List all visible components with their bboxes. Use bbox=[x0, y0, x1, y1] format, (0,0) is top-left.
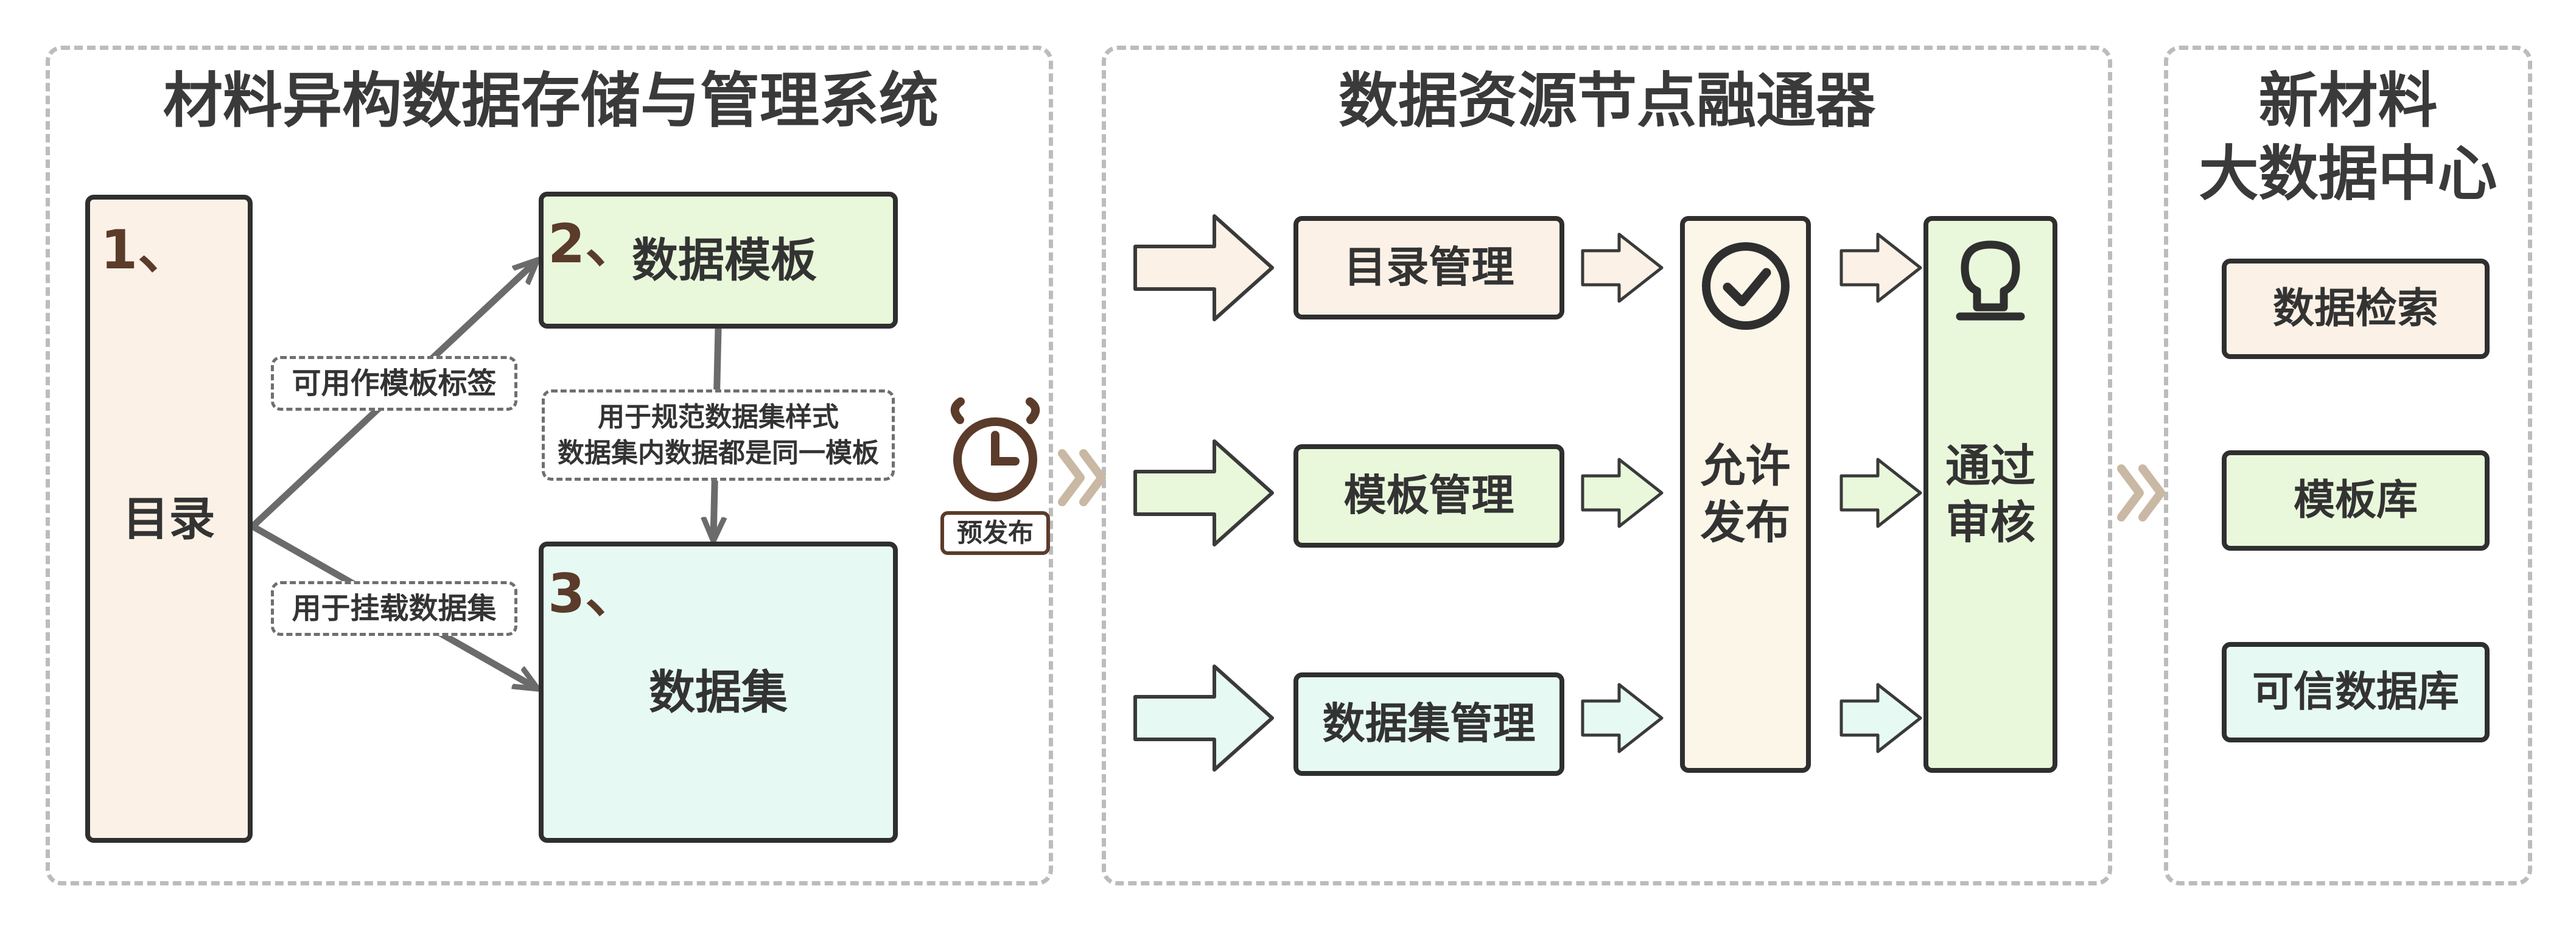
tag-template-label: 可用作模板标签 bbox=[271, 356, 517, 411]
prepublish-badge: 预发布 bbox=[940, 511, 1050, 555]
item-trusted-database: 可信数据库 bbox=[2222, 642, 2490, 742]
catalog-box: 目录 bbox=[85, 195, 253, 843]
review-line2: 审核 bbox=[1945, 496, 2035, 549]
panel-bigdata-center bbox=[2164, 46, 2532, 885]
allow-publish-box: 允许 发布 bbox=[1680, 216, 1811, 773]
chevron-right-icon bbox=[1058, 449, 1106, 506]
review-box: 通过 审核 bbox=[1923, 216, 2057, 773]
panel1-title: 材料异构数据存储与管理系统 bbox=[163, 66, 939, 136]
panel3-title-line2: 大数据中心 bbox=[2199, 139, 2497, 209]
dataset-box: 数据集 bbox=[539, 542, 898, 843]
item-label: 数据检索 bbox=[2272, 285, 2438, 333]
row-catalog-management: 目录管理 bbox=[1293, 216, 1564, 319]
row-label: 数据集管理 bbox=[1322, 699, 1536, 749]
template-label: 数据模板 bbox=[632, 233, 817, 287]
catalog-number: 1、 bbox=[100, 218, 192, 281]
panel-storage-system bbox=[46, 46, 1053, 885]
panel3-title-line1: 新材料 bbox=[2258, 66, 2438, 136]
chevron-right-icon bbox=[2117, 464, 2165, 522]
row-label: 目录管理 bbox=[1343, 242, 1514, 293]
panel2-title: 数据资源节点融通器 bbox=[1338, 66, 1875, 136]
item-template-library: 模板库 bbox=[2222, 450, 2490, 551]
tag-norm-line2: 数据集内数据都是同一模板 bbox=[558, 438, 879, 469]
tag-norm-line1: 用于规范数据集样式 bbox=[598, 401, 839, 433]
dataset-label: 数据集 bbox=[649, 665, 788, 719]
row-dataset-management: 数据集管理 bbox=[1293, 672, 1564, 776]
small-arrow bbox=[1839, 232, 1922, 753]
tag-norm-dataset: 用于规范数据集样式 数据集内数据都是同一模板 bbox=[542, 389, 895, 481]
item-data-search: 数据检索 bbox=[2222, 259, 2490, 359]
panel-node-connector bbox=[1102, 46, 2112, 885]
dataset-number: 3、 bbox=[548, 562, 639, 625]
review-line1: 通过 bbox=[1945, 440, 2035, 492]
item-label: 模板库 bbox=[2293, 476, 2418, 525]
template-number: 2、 bbox=[548, 212, 639, 275]
template-box: 数据模板 bbox=[539, 192, 898, 329]
allow-line2: 发布 bbox=[1700, 496, 1791, 549]
small-arrow bbox=[1581, 232, 1664, 753]
tag-mount-dataset: 用于挂载数据集 bbox=[271, 581, 517, 636]
allow-line1: 允许 bbox=[1700, 440, 1791, 492]
catalog-label: 目录 bbox=[122, 492, 215, 546]
row-template-management: 模板管理 bbox=[1293, 444, 1564, 548]
block-arrow bbox=[1133, 214, 1274, 772]
item-label: 可信数据库 bbox=[2252, 668, 2459, 716]
row-label: 模板管理 bbox=[1343, 470, 1514, 521]
prepublish-label: 预发布 bbox=[956, 517, 1034, 548]
